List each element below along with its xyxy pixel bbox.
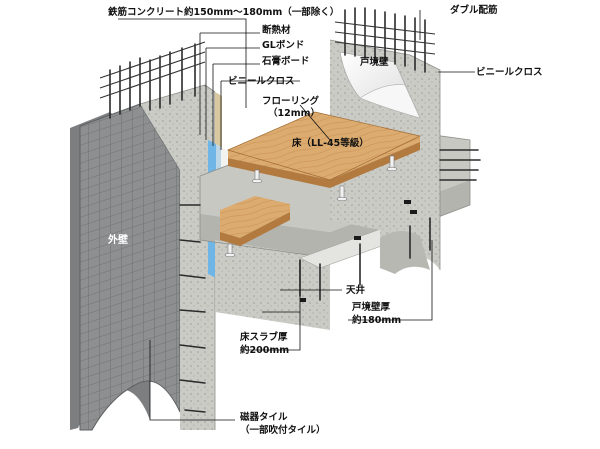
label-double-rebar: ダブル配筋 bbox=[450, 4, 498, 16]
label-vinyl-cloth-left: ビニールクロス bbox=[228, 75, 295, 87]
exterior-wall bbox=[70, 103, 181, 431]
label-exterior-wall: 外壁 bbox=[107, 233, 128, 246]
label-floor-grade: 床（LL-45等級） bbox=[292, 137, 369, 149]
label-insulation: 断熱材 bbox=[262, 24, 291, 36]
anchor-bolts bbox=[300, 200, 417, 302]
label-partition-thickness-2: 約180mm bbox=[352, 314, 401, 326]
label-rc-wall: 鉄筋コンクリート約150mm～180mm（一部除く） bbox=[108, 6, 339, 18]
label-tile-1: 磁器タイル bbox=[240, 411, 288, 423]
rebar-group bbox=[99, 7, 481, 413]
label-flooring-2: （12mm） bbox=[268, 107, 320, 119]
label-gl-bond: GLボンド bbox=[262, 39, 304, 51]
label-gypsum-board: 石膏ボード bbox=[261, 55, 310, 67]
label-partition-thickness-1: 戸境壁厚 bbox=[352, 301, 391, 313]
label-vinyl-cloth-right: ビニールクロス bbox=[476, 66, 543, 78]
label-flooring-1: フローリング bbox=[262, 95, 320, 107]
leader-lines bbox=[118, 10, 475, 421]
upper-flooring bbox=[226, 111, 422, 202]
lower-flooring bbox=[220, 196, 290, 258]
label-slab-thickness-2: 約200mm bbox=[240, 344, 289, 356]
diagram-labels: 鉄筋コンクリート約150mm～180mm（一部除く） ダブル配筋 断熱材 GLボ… bbox=[107, 4, 543, 436]
label-ceiling: 天井 bbox=[346, 284, 366, 296]
label-partition-wall: 戸境壁 bbox=[360, 56, 389, 68]
label-tile-2: （一部吹付タイル） bbox=[240, 424, 326, 436]
label-slab-thickness-1: 床スラブ厚 bbox=[240, 331, 288, 343]
